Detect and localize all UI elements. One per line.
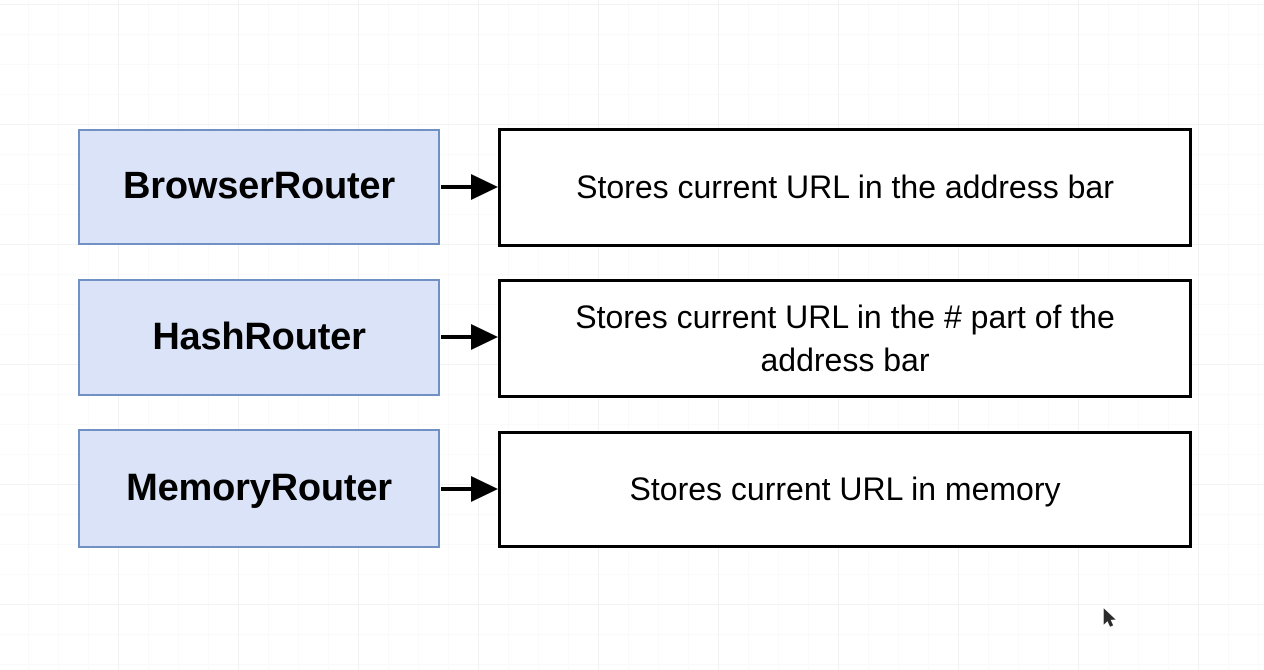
mouse-pointer-icon — [1103, 608, 1119, 635]
node-hash-router-label: HashRouter — [152, 315, 366, 358]
desc-browser-router-label: Stores current URL in the address bar — [576, 169, 1114, 206]
node-browser-router[interactable]: BrowserRouter — [78, 129, 440, 245]
arrow-memory-router — [441, 476, 499, 502]
node-memory-router[interactable]: MemoryRouter — [78, 429, 440, 548]
node-memory-router-label: MemoryRouter — [126, 466, 392, 509]
arrow-hash-router — [441, 324, 499, 350]
node-hash-router[interactable]: HashRouter — [78, 279, 440, 396]
desc-browser-router[interactable]: Stores current URL in the address bar — [498, 128, 1192, 247]
node-browser-router-label: BrowserRouter — [123, 165, 395, 208]
desc-memory-router-label: Stores current URL in memory — [629, 471, 1061, 508]
desc-memory-router[interactable]: Stores current URL in memory — [498, 431, 1192, 548]
desc-hash-router[interactable]: Stores current URL in the # part of the … — [498, 279, 1192, 398]
arrow-browser-router — [441, 174, 499, 200]
desc-hash-router-label: Stores current URL in the # part of the … — [575, 298, 1115, 378]
